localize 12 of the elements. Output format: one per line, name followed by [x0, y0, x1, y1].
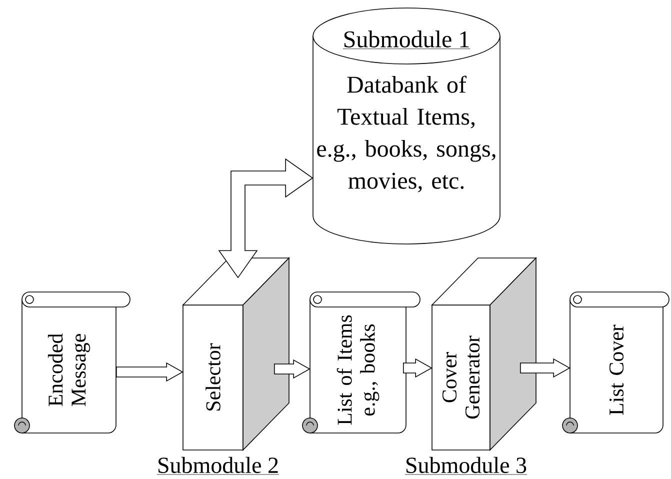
scroll-document: List of Items e.g., books — [302, 292, 420, 434]
block-arrow — [274, 359, 310, 379]
block-arrow — [116, 362, 184, 382]
scroll-document: Encoded Message — [14, 292, 130, 434]
block-arrow — [403, 358, 432, 378]
database-cylinder: Submodule 1 Databank of Textual Items, e.g., books, songs, movies, etc. — [312, 8, 500, 244]
node-label: Cover Generator — [442, 336, 480, 419]
module-label: Submodule 2 — [156, 456, 280, 475]
node-label: Selector — [206, 343, 220, 410]
scroll-document: List Cover — [562, 292, 670, 434]
module-label: Submodule 3 — [404, 456, 528, 475]
block-arrow — [520, 358, 570, 378]
